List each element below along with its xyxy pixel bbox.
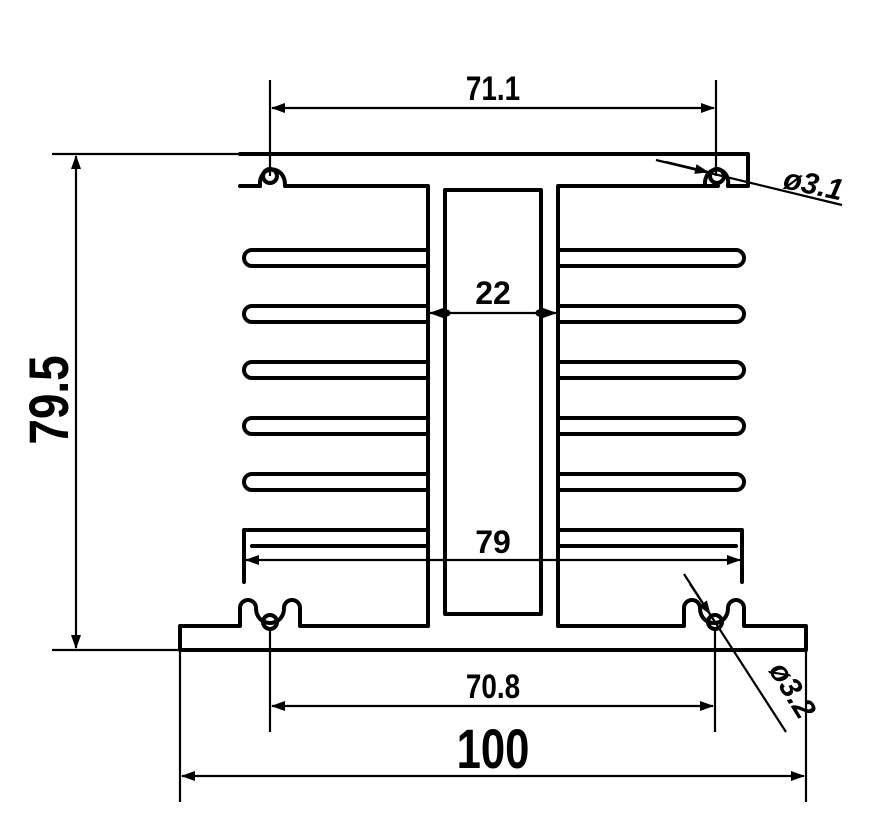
- heatsink-profile: [178, 152, 808, 652]
- center-channel: [443, 188, 543, 616]
- dim-bottom-hole-spacing-label: 70.8: [466, 667, 520, 705]
- dim-overall-width: 100: [178, 650, 808, 802]
- dim-top-hole-diameter-label: ø3.1: [781, 163, 847, 208]
- dim-top-hole-diameter: ø3.1: [655, 158, 847, 208]
- dim-overall-height: 79.5: [18, 152, 240, 652]
- dim-center-channel-width: 22: [429, 275, 557, 318]
- bottom-right-hole: [706, 613, 724, 631]
- right-fins: [556, 248, 746, 584]
- dim-bottom-hole-spacing: 70.8: [268, 630, 717, 732]
- top-plate-outline: [238, 152, 750, 628]
- dim-overall-width-label: 100: [457, 718, 530, 780]
- dim-bottom-hole-diameter-label: ø3.2: [762, 656, 822, 725]
- dim-inner-fin-span: 79: [245, 524, 741, 565]
- bottom-left-hole: [261, 613, 279, 631]
- dim-center-channel-width-label: 22: [475, 275, 511, 311]
- dim-overall-height-label: 79.5: [18, 355, 80, 444]
- dim-top-hole-spacing: 71.1: [268, 69, 718, 176]
- dim-top-hole-spacing-label: 71.1: [466, 69, 520, 107]
- dim-bottom-hole-diameter: ø3.2: [683, 573, 822, 733]
- left-fins: [242, 248, 430, 584]
- dim-inner-fin-span-label: 79: [475, 524, 511, 560]
- bottom-plate-outline: [178, 598, 808, 652]
